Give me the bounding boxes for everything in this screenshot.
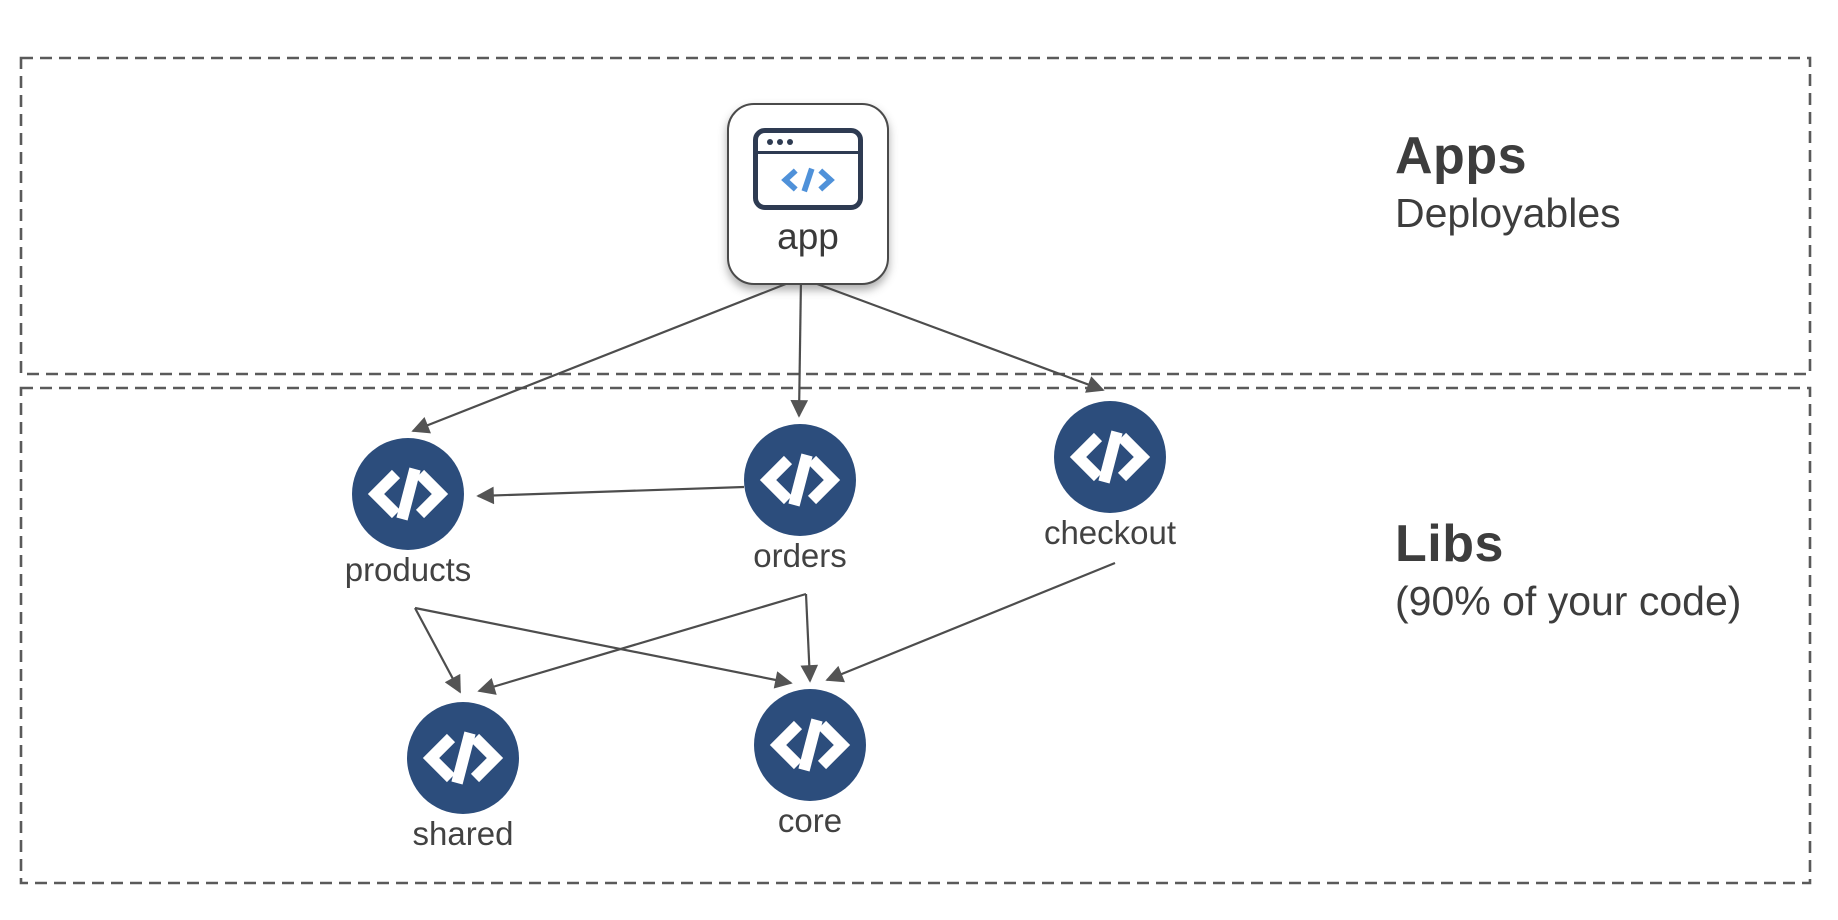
browser-dot	[787, 139, 793, 145]
code-icon	[352, 438, 464, 550]
node-shared: shared	[407, 702, 519, 852]
code-icon	[1054, 401, 1166, 513]
edge-orders-core	[800, 593, 819, 683]
node-products-label: products	[344, 551, 472, 588]
edge-orders-shared	[477, 592, 807, 695]
node-core-label: core	[777, 802, 843, 839]
edge-app-products	[411, 276, 802, 434]
node-products: products	[345, 438, 471, 588]
browser-dot	[767, 139, 773, 145]
node-orders-label: orders	[753, 537, 847, 574]
browser-code-icon	[753, 128, 863, 210]
edge-products-core	[414, 606, 793, 689]
edge-products-shared	[414, 607, 461, 694]
edge-orders-products	[476, 485, 745, 505]
browser-dot	[777, 139, 783, 145]
apps-section-label: Apps Deployables	[1395, 125, 1621, 239]
code-icon	[744, 424, 856, 536]
apps-section-border	[19, 56, 1812, 376]
libs-section-title: Libs	[1395, 515, 1504, 573]
code-glyph	[781, 167, 835, 192]
libs-section-subtitle: (90% of your code)	[1395, 578, 1742, 624]
node-orders: orders	[744, 424, 856, 574]
node-app: app	[727, 103, 889, 285]
apps-section-title: Apps	[1395, 127, 1527, 185]
libs-section-border	[19, 386, 1812, 885]
code-icon	[754, 689, 866, 801]
node-checkout: checkout	[1044, 401, 1176, 551]
node-app-label: app	[777, 216, 839, 257]
edge-app-checkout	[800, 276, 1105, 393]
node-checkout-label: checkout	[1043, 514, 1177, 551]
node-core: core	[754, 689, 866, 839]
apps-section-subtitle: Deployables	[1395, 190, 1621, 236]
code-icon	[407, 702, 519, 814]
libs-section-label: Libs (90% of your code)	[1395, 513, 1741, 627]
edge-checkout-core	[825, 561, 1116, 683]
edge-app-orders	[790, 277, 809, 418]
node-shared-label: shared	[412, 815, 514, 852]
browser-topbar	[758, 133, 858, 154]
browser-body	[758, 154, 858, 205]
